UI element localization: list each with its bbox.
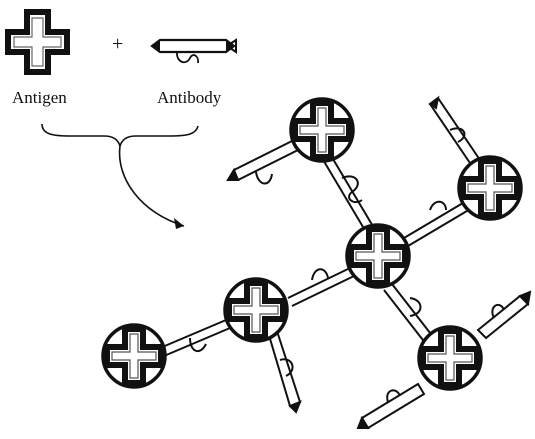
antibody-label: Antibody xyxy=(157,88,222,107)
antibody-bridge xyxy=(403,199,469,239)
antibody-bridge xyxy=(287,267,351,299)
antibody-bridge xyxy=(159,319,227,349)
reaction-arrow xyxy=(118,145,185,229)
antigen-node xyxy=(459,157,521,219)
antibody-bridge xyxy=(321,157,367,233)
antibody-free-2 xyxy=(428,96,482,168)
antigen-icon xyxy=(5,9,70,75)
antibody-free-1 xyxy=(226,138,300,181)
antibody-free-4 xyxy=(476,294,530,340)
antigen-node xyxy=(103,325,165,387)
antigen-node xyxy=(347,225,409,287)
immune-complex-lattice xyxy=(159,95,532,430)
antigen-node xyxy=(419,327,481,389)
antigen-node xyxy=(291,99,353,161)
plus-sign: + xyxy=(112,33,124,55)
antibody-icon xyxy=(150,38,237,64)
antigen-label: Antigen xyxy=(12,88,67,107)
antibody-bridge xyxy=(391,283,435,339)
antigen-node xyxy=(225,279,287,341)
antibody-free-3 xyxy=(266,326,302,408)
bracket-brace xyxy=(41,123,199,149)
